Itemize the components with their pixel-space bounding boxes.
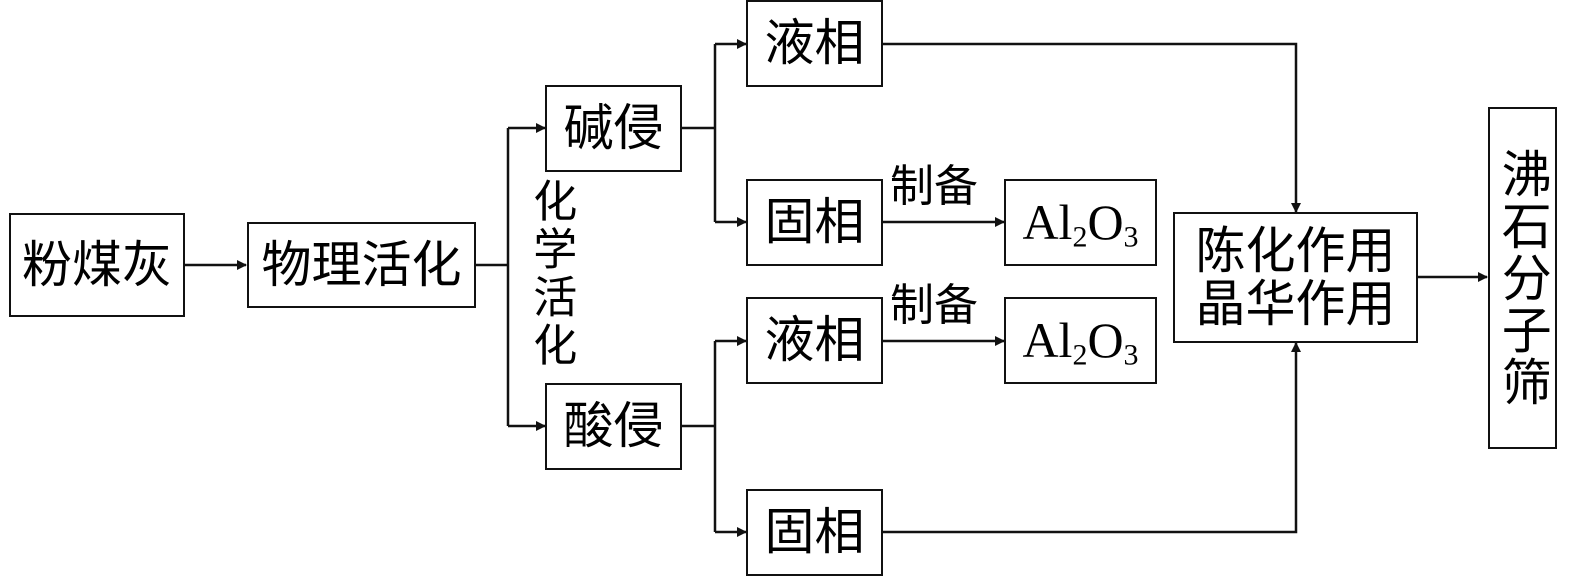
node-alkali-leach: 碱侵 <box>545 85 682 172</box>
arrow-liquid-top-to-aging <box>883 42 1301 213</box>
node-liquid-phase-top: 液相 <box>746 0 883 87</box>
node-alumina-upper: Al2O3 <box>1004 179 1157 266</box>
alumina-upper-formula: Al2O3 <box>1022 194 1139 254</box>
label-prepare-upper: 制备 <box>890 161 978 212</box>
label-prepare-lower: 制备 <box>890 280 978 331</box>
node-fly-ash: 粉煤灰 <box>9 213 185 317</box>
node-acid-leach: 酸侵 <box>545 383 682 470</box>
node-liquid-phase-lower: 液相 <box>746 297 883 384</box>
arrow-solid-bottom-to-aging <box>883 342 1301 534</box>
aging-line-2: 晶华作用 <box>1195 274 1396 333</box>
label-chemical-activation: 化学活化 <box>525 178 577 370</box>
node-zeolite: 沸石分子筛 <box>1488 107 1557 449</box>
node-solid-phase-upper: 固相 <box>746 179 883 266</box>
alumina-lower-formula: Al2O3 <box>1022 312 1139 372</box>
node-aging-crystallization: 陈化作用 晶华作用 <box>1173 212 1418 343</box>
aging-line-1: 陈化作用 <box>1195 222 1396 280</box>
node-physical-activation: 物理活化 <box>247 222 476 308</box>
node-alumina-lower: Al2O3 <box>1004 297 1157 384</box>
node-solid-phase-bottom: 固相 <box>746 489 883 576</box>
